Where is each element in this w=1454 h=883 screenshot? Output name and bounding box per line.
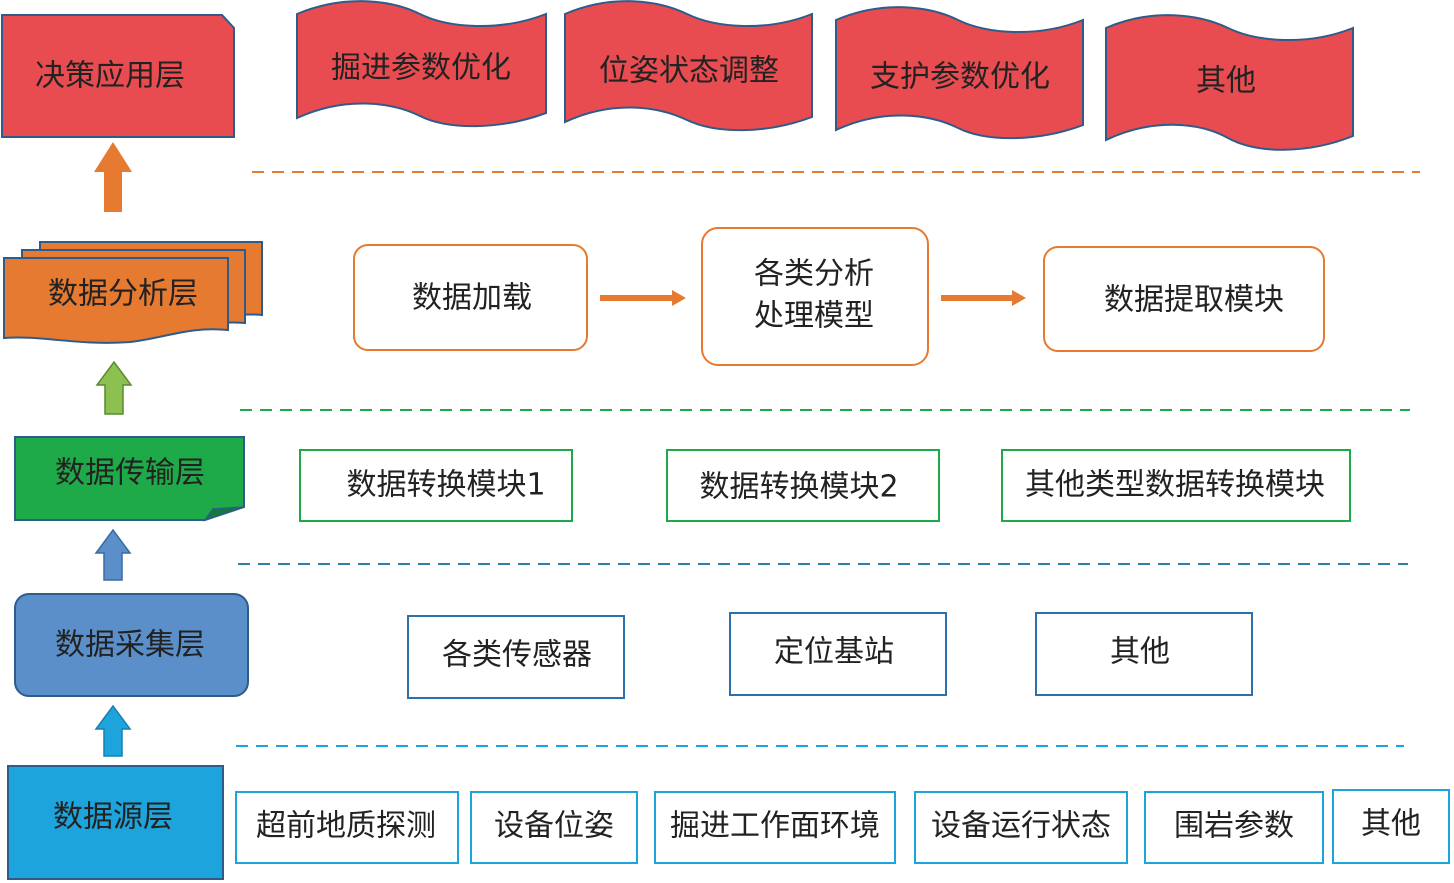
collection-item: 定位基站 bbox=[729, 612, 947, 696]
svg-text:掘进工作面环境: 掘进工作面环境 bbox=[670, 809, 880, 844]
source-item: 超前地质探测 bbox=[235, 791, 459, 864]
collection-item: 其他 bbox=[1035, 612, 1253, 696]
svg-text:设备位姿: 设备位姿 bbox=[494, 809, 614, 844]
svg-text:其他: 其他 bbox=[1361, 807, 1421, 842]
svg-text:其他: 其他 bbox=[1110, 635, 1170, 670]
svg-text:数据提取模块: 数据提取模块 bbox=[1104, 283, 1284, 318]
transfer-item: 数据转换模块2 bbox=[666, 449, 940, 522]
source-item: 围岩参数 bbox=[1144, 791, 1324, 864]
svg-text:围岩参数: 围岩参数 bbox=[1174, 809, 1294, 844]
decision-item: 位姿状态调整 bbox=[564, 0, 813, 132]
svg-text:数据加载: 数据加载 bbox=[412, 281, 532, 316]
transfer-item: 其他类型数据转换模块 bbox=[1001, 449, 1351, 522]
transfer-item: 数据转换模块1 bbox=[299, 449, 573, 522]
svg-text:处理模型: 处理模型 bbox=[754, 299, 874, 334]
svg-text:超前地质探测: 超前地质探测 bbox=[256, 809, 436, 844]
svg-text:数据转换模块2: 数据转换模块2 bbox=[699, 470, 898, 505]
svg-text:各类分析: 各类分析 bbox=[754, 257, 874, 292]
analysis-item-load: 数据加载 bbox=[353, 244, 588, 351]
arrow-up-cyan bbox=[94, 704, 132, 757]
layer-transfer: 数据传输层 bbox=[14, 436, 245, 522]
layer-collection: 数据采集层 bbox=[14, 593, 249, 697]
source-item: 掘进工作面环境 bbox=[654, 791, 896, 864]
layer-collection-label: 数据采集层 bbox=[55, 628, 205, 663]
svg-text:掘进参数优化: 掘进参数优化 bbox=[331, 51, 511, 86]
svg-text:数据转换模块1: 数据转换模块1 bbox=[346, 468, 545, 503]
arrow-up-green bbox=[95, 360, 133, 415]
svg-text:其他类型数据转换模块: 其他类型数据转换模块 bbox=[1025, 468, 1325, 503]
layer-decision: 决策应用层 bbox=[1, 14, 235, 138]
source-item: 其他 bbox=[1332, 789, 1450, 864]
layer-source-label: 数据源层 bbox=[53, 800, 173, 835]
layer-decision-label: 决策应用层 bbox=[35, 59, 185, 94]
svg-text:位姿状态调整: 位姿状态调整 bbox=[599, 54, 779, 89]
svg-text:定位基站: 定位基站 bbox=[774, 635, 894, 670]
collection-item: 各类传感器 bbox=[407, 615, 625, 699]
analysis-item-model: 各类分析 处理模型 bbox=[701, 227, 929, 366]
svg-text:其他: 其他 bbox=[1196, 64, 1256, 99]
arrow-right-orange bbox=[600, 290, 686, 306]
layer-analysis-label: 数据分析层 bbox=[48, 277, 198, 312]
source-item: 设备位姿 bbox=[470, 791, 638, 864]
svg-text:支护参数优化: 支护参数优化 bbox=[870, 60, 1050, 95]
decision-item: 掘进参数优化 bbox=[296, 0, 547, 128]
arrow-up-orange bbox=[94, 142, 132, 212]
arrow-up-steel bbox=[94, 528, 132, 581]
layer-source: 数据源层 bbox=[7, 765, 224, 880]
layer-analysis: 数据分析层 bbox=[3, 241, 263, 344]
decision-item: 支护参数优化 bbox=[835, 6, 1084, 140]
svg-text:设备运行状态: 设备运行状态 bbox=[931, 809, 1111, 844]
layer-transfer-label: 数据传输层 bbox=[55, 456, 205, 491]
decision-item: 其他 bbox=[1105, 14, 1354, 151]
analysis-item-extract: 数据提取模块 bbox=[1043, 246, 1325, 352]
arrow-right-orange bbox=[941, 290, 1026, 306]
source-item: 设备运行状态 bbox=[914, 791, 1128, 864]
svg-text:各类传感器: 各类传感器 bbox=[442, 638, 592, 673]
